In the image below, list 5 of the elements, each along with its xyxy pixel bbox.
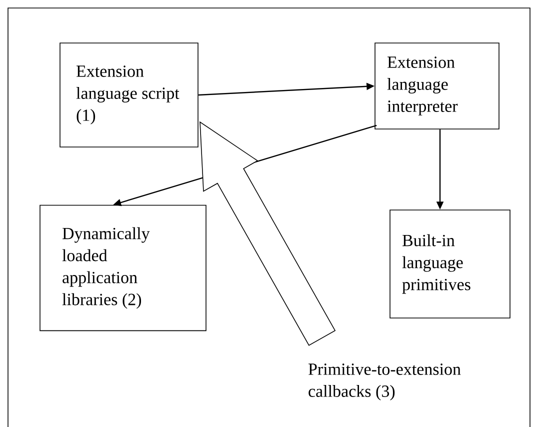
process-box: Extension language script (1) [60, 42, 198, 148]
process-box: Dynamically loaded application libraries (2) [40, 204, 206, 332]
process-box: Extension language interpreter [374, 42, 500, 130]
callout-text: Primitive-to-extension callbacks (3) [308, 364, 461, 400]
process-box: Built-in language primitives [390, 210, 510, 318]
